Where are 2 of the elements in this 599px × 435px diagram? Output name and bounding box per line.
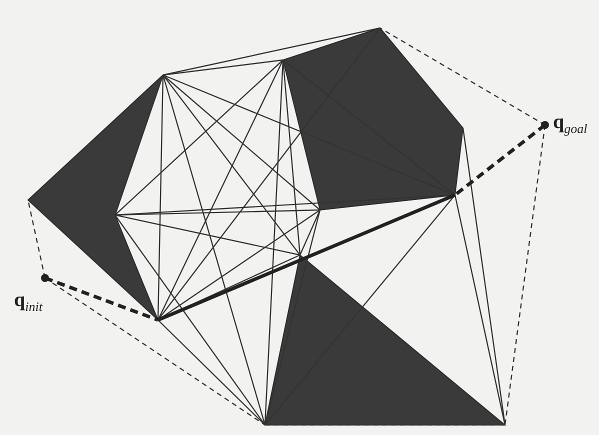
- point-label: q$_{init}$: [14, 290, 42, 313]
- point-label: q$_{goal}$: [553, 112, 588, 135]
